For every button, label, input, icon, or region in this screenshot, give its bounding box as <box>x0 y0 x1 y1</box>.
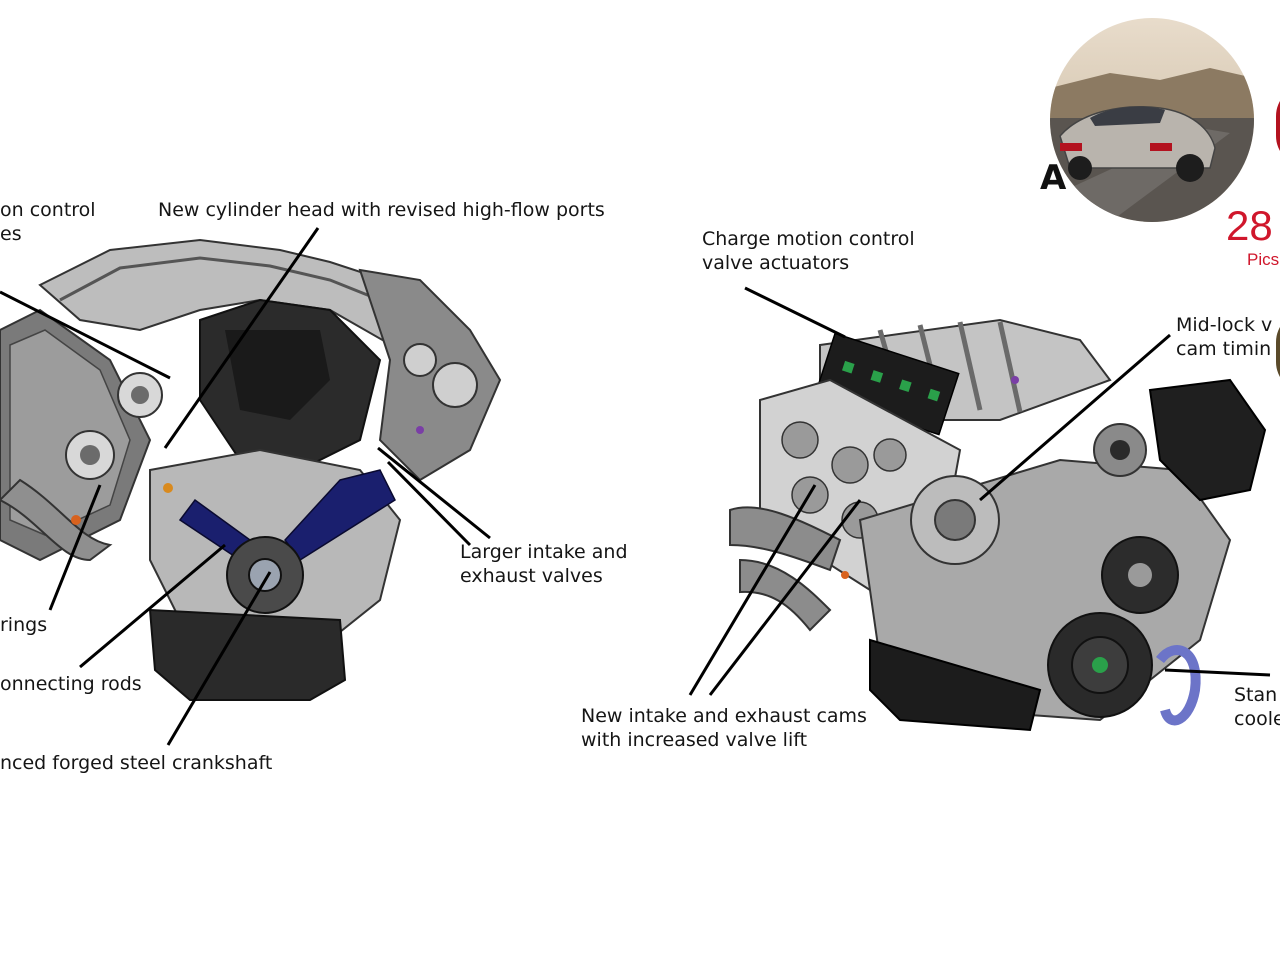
right-engine <box>729 318 1267 732</box>
callout-cam-timing: Mid-lock v cam timin <box>1176 314 1273 360</box>
gallery-thumbnail-car[interactable] <box>1050 18 1254 222</box>
photo-gallery-widget[interactable]: A rd 28 Pics <box>1040 12 1280 282</box>
left-engine <box>0 238 502 701</box>
callout-oil-cooler: Stan coole <box>1234 684 1280 730</box>
gallery-pics-label: Pics <box>1247 250 1280 269</box>
callout-cylinder-head: New cylinder head with revised high-flow… <box>158 199 605 221</box>
callout-connecting-rods: onnecting rods <box>0 673 142 695</box>
gallery-photo-count: 28 <box>1226 202 1273 249</box>
gallery-next-thumbnail[interactable] <box>1276 86 1280 166</box>
callout-crankshaft: nced forged steel crankshaft <box>0 752 273 774</box>
callout-valve-springs: rings <box>0 614 48 636</box>
related-thumbnail[interactable] <box>1276 312 1280 392</box>
callout-valve-actuators: Charge motion control valve actuators <box>702 228 915 274</box>
car-photo-icon <box>1050 18 1254 222</box>
callout-charge-motion-control: on control es <box>0 199 96 245</box>
callout-intake-exhaust-valves: Larger intake and exhaust valves <box>460 541 628 587</box>
callout-intake-exhaust-cams: New intake and exhaust cams with increas… <box>581 705 867 751</box>
